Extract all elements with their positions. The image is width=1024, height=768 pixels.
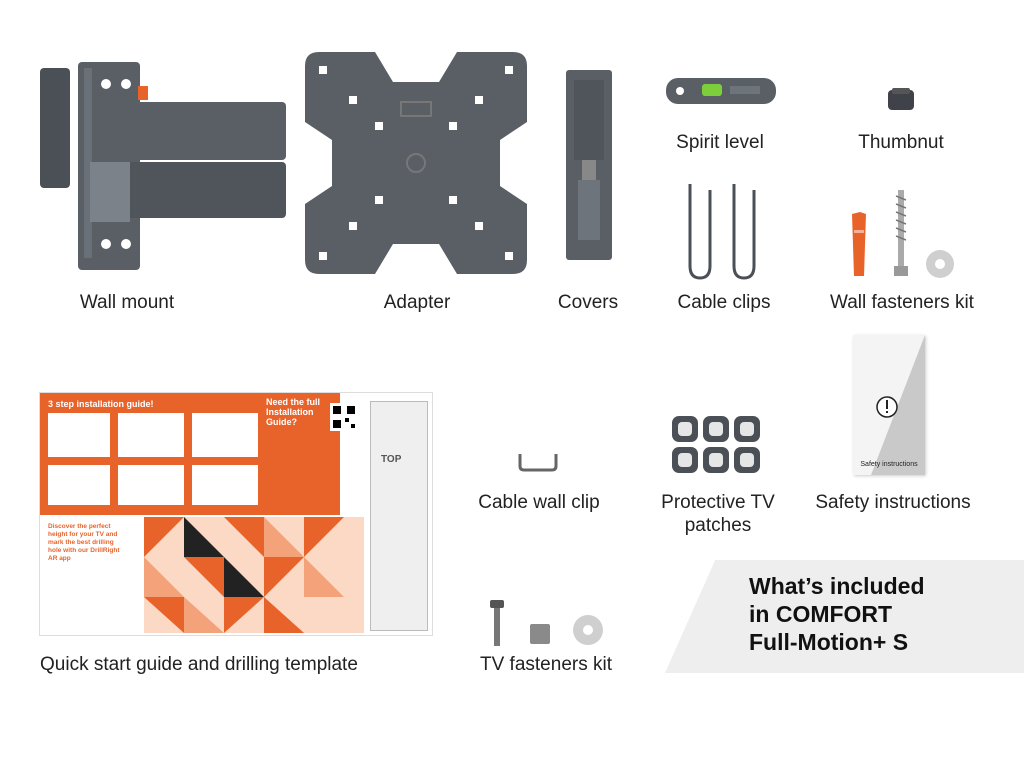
template-top-label: TOP: [381, 454, 402, 465]
protective-patches-label-line2: patches: [684, 515, 752, 536]
cable-wall-clip-label: Cable wall clip: [478, 492, 600, 513]
thumbnut-label: Thumbnut: [858, 132, 944, 153]
wall-fasteners-label: Wall fasteners kit: [830, 292, 974, 313]
quick-start-label: Quick start guide and drilling template: [40, 654, 358, 675]
safety-instructions-image: Safety instructions: [853, 335, 925, 475]
panel-line-2: in COMFORT: [749, 601, 893, 627]
cable-wall-clip-image: [518, 454, 558, 472]
qr-code-icon: [330, 403, 358, 431]
cable-clips-image: [688, 184, 756, 280]
safety-card-graphic: [871, 335, 925, 475]
safety-card-text: Safety instructions: [860, 461, 918, 468]
guide-pattern: [144, 517, 364, 633]
whats-included-panel: [665, 560, 1024, 673]
cable-clips-label: Cable clips: [677, 292, 771, 313]
wall-fasteners-image: [852, 190, 954, 278]
panel-line-3: Full-Motion+ S: [749, 629, 909, 655]
covers-label: Covers: [557, 292, 619, 313]
panel-line-1: What’s included: [749, 573, 925, 599]
protective-patches-image: [672, 416, 760, 473]
tv-fasteners-image: [490, 600, 603, 646]
guide-steps-illustration: [48, 413, 258, 505]
wall-mount-label: Wall mount: [79, 292, 175, 313]
guide-need-full: Need the full Installation Guide?: [266, 397, 321, 427]
quick-start-guide-image: 3 step installation guide! Need the full…: [40, 393, 432, 635]
guide-drillright-text: Discover the perfect height for your TV …: [48, 523, 120, 562]
whats-included-title: What’s included in COMFORT Full-Motion+ …: [749, 572, 925, 656]
protective-patches-label-line1: Protective TV: [661, 492, 775, 513]
spirit-level-label: Spirit level: [676, 132, 764, 153]
tv-fasteners-label: TV fasteners kit: [480, 654, 612, 675]
safety-instructions-label: Safety instructions: [815, 492, 971, 513]
covers-image: [566, 70, 612, 260]
wall-mount-image: [40, 62, 286, 270]
spirit-level-image: [666, 78, 776, 104]
drilling-template: TOP: [370, 401, 428, 631]
guide-title: 3 step installation guide!: [48, 399, 154, 409]
adapter-image: [305, 52, 527, 274]
adapter-label: Adapter: [383, 292, 451, 313]
thumbnut-image: [888, 88, 914, 110]
